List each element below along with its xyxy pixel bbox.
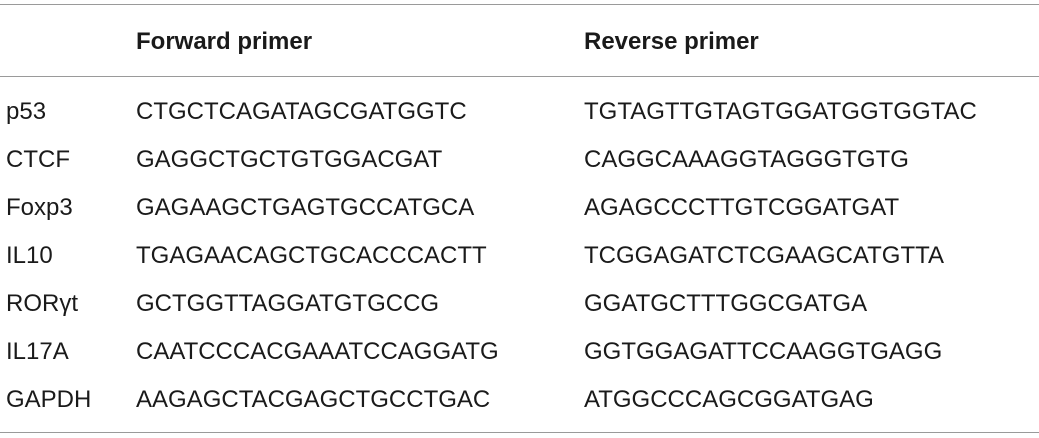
bottom-rule (0, 432, 1039, 433)
gene-name: Foxp3 (6, 194, 73, 221)
forward-primer-sequence: AAGAGCTACGAGCTGCCTGAC (136, 386, 491, 413)
gene-name: p53 (6, 98, 47, 125)
forward-primer-sequence: CAATCCCACGAAATCCAGGATG (136, 338, 499, 365)
table-row: CTCF GAGGCTGCTGTGGACGAT CAGGCAAAGGTAGGGT… (0, 142, 1039, 178)
reverse-primer-sequence: ATGGCCCAGCGGATGAG (584, 386, 874, 413)
reverse-primer-sequence: GGTGGAGATTCCAAGGTGAGG (584, 338, 943, 365)
gene-name: GAPDH (6, 386, 92, 413)
reverse-primer-sequence: AGAGCCCTTGTCGGATGAT (584, 194, 900, 221)
table-row: GAPDH AAGAGCTACGAGCTGCCTGAC ATGGCCCAGCGG… (0, 382, 1039, 418)
reverse-primer-sequence: GGATGCTTTGGCGATGA (584, 290, 868, 317)
forward-primer-sequence: TGAGAACAGCTGCACCCACTT (136, 242, 487, 269)
top-rule (0, 4, 1039, 5)
gene-name: RORγt (6, 290, 78, 317)
gene-name: IL17A (6, 338, 69, 365)
table-row: IL17A CAATCCCACGAAATCCAGGATG GGTGGAGATTC… (0, 334, 1039, 370)
reverse-primer-sequence: TCGGAGATCTCGAAGCATGTTA (584, 242, 944, 269)
table-row: RORγt GCTGGTTAGGATGTGCCG GGATGCTTTGGCGAT… (0, 286, 1039, 322)
header-reverse-primer: Reverse primer (584, 28, 759, 55)
forward-primer-sequence: GAGAAGCTGAGTGCCATGCA (136, 194, 475, 221)
header-forward-primer: Forward primer (136, 28, 313, 55)
header-rule (0, 76, 1039, 77)
gene-name: CTCF (6, 146, 70, 173)
table-row: p53 CTGCTCAGATAGCGATGGTC TGTAGTTGTAGTGGA… (0, 94, 1039, 130)
forward-primer-sequence: GAGGCTGCTGTGGACGAT (136, 146, 443, 173)
reverse-primer-sequence: TGTAGTTGTAGTGGATGGTGGTAC (584, 98, 977, 125)
reverse-primer-sequence: CAGGCAAAGGTAGGGTGTG (584, 146, 909, 173)
table-row: IL10 TGAGAACAGCTGCACCCACTT TCGGAGATCTCGA… (0, 238, 1039, 274)
forward-primer-sequence: CTGCTCAGATAGCGATGGTC (136, 98, 467, 125)
table-row: Foxp3 GAGAAGCTGAGTGCCATGCA AGAGCCCTTGTCG… (0, 190, 1039, 226)
forward-primer-sequence: GCTGGTTAGGATGTGCCG (136, 290, 440, 317)
gene-name: IL10 (6, 242, 53, 269)
